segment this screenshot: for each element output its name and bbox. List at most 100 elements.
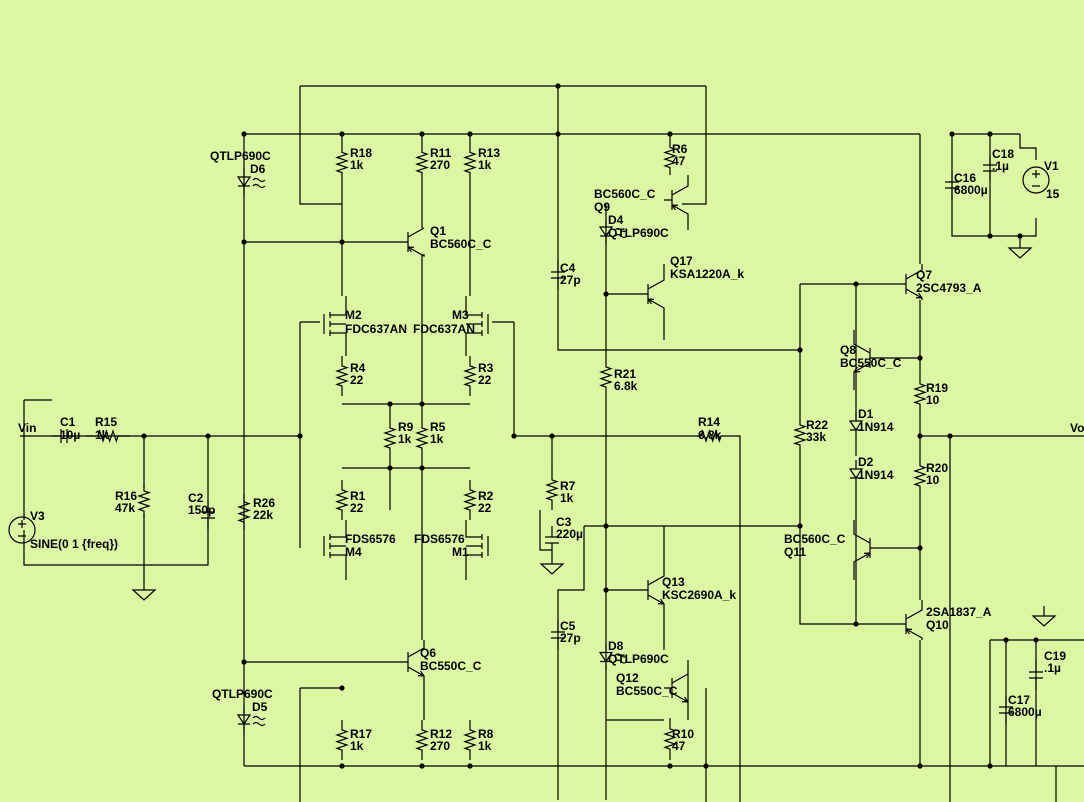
source-value: 15 [1046, 187, 1060, 201]
resistor-value: 1k [350, 739, 364, 753]
diode-value: QTLP690C [608, 652, 669, 666]
junction-dot [853, 281, 859, 287]
capacitor-value: 6800µ [954, 183, 988, 197]
transistor-q13 [640, 526, 665, 650]
resistor-value: 6.8k [698, 428, 722, 442]
polarity-icon [18, 520, 26, 537]
source-value: SINE(0 1 {freq}) [30, 537, 118, 551]
transistor-arrow-icon [853, 366, 861, 373]
transistor-arrow-icon [905, 628, 913, 635]
ground-icon [539, 554, 565, 575]
diode-d6 [236, 168, 252, 196]
resistor-r2 [463, 480, 477, 520]
transistor-value: 2SC4793_A [916, 281, 982, 295]
transistor-ref: Q9 [594, 200, 610, 214]
junction-dot [667, 131, 673, 137]
resistor-ref: R14 [698, 415, 720, 429]
capacitor-c2 [201, 500, 215, 530]
junction-dot [917, 433, 923, 439]
junction-dot [555, 131, 561, 137]
capacitor-value: 10µ [60, 428, 80, 442]
capacitor-ref: C17 [1008, 693, 1030, 707]
led-emission-icon [614, 227, 628, 239]
transistor-arrow-icon [647, 298, 655, 305]
diode-d8 [598, 645, 614, 670]
source-ref: V1 [1044, 159, 1059, 173]
resistor-ref: R7 [560, 479, 576, 493]
capacitor-c5 [551, 620, 565, 650]
wires [20, 85, 1084, 802]
resistor-value: 47k [115, 501, 135, 515]
capacitor-ref: C4 [560, 261, 576, 275]
junction-dot [419, 763, 425, 769]
resistor-ref: R3 [478, 361, 494, 375]
transistor-value: KSA1220A_k [670, 267, 744, 281]
capacitor-ref: C3 [556, 515, 572, 529]
resistor-ref: R21 [614, 367, 636, 381]
resistor-r3 [463, 356, 477, 396]
net-label-vin: Vin [18, 421, 36, 435]
transistor-value: BC560C_C [594, 187, 656, 201]
capacitor-c4 [551, 260, 565, 290]
diode-ref: D6 [250, 162, 266, 176]
diode-d4 [598, 220, 614, 244]
led-emission-icon [614, 653, 628, 664]
voltage-source-v1 [1022, 166, 1050, 194]
transistor-arrow-icon [407, 246, 415, 253]
resistor-r13 [463, 145, 477, 180]
resistor-value: 10 [926, 473, 940, 487]
mosfet-m4 [323, 520, 347, 580]
junctions [141, 83, 1039, 769]
resistor-r21 [599, 356, 613, 398]
capacitor-value: 220µ [556, 527, 583, 541]
wire [682, 86, 707, 205]
junction-dot [949, 131, 955, 137]
junction-dot [387, 401, 393, 407]
source-ref: V3 [30, 509, 45, 523]
diode-ref: D1 [858, 407, 874, 421]
transistor-value: BC560C_C [430, 237, 492, 251]
resistor-value: 22k [253, 508, 273, 522]
wire [299, 86, 342, 205]
capacitor-ref: C1 [60, 415, 76, 429]
resistor-ref: R11 [430, 146, 452, 160]
junction-dot [511, 433, 517, 439]
resistor-ref: R20 [926, 461, 948, 475]
capacitor-c3 [545, 526, 559, 554]
transistor-ref: Q1 [430, 224, 446, 238]
resistor-value: 1k [478, 739, 492, 753]
junction-dot [419, 465, 425, 471]
resistor-r15 [86, 429, 130, 443]
resistor-ref: R2 [478, 489, 494, 503]
capacitor-value: 27p [560, 631, 581, 645]
transistor-q12 [664, 660, 689, 720]
mosfet-value: FDC637AN [413, 322, 475, 336]
ground-icon [131, 580, 157, 601]
resistor-ref: R12 [430, 727, 452, 741]
junction-dot [917, 355, 923, 361]
resistor-ref: R6 [672, 142, 688, 156]
capacitor-value: 27p [560, 273, 581, 287]
wire [1019, 134, 1037, 160]
mosfet-ref: M1 [452, 545, 469, 559]
resistor-value: 33k [806, 430, 826, 444]
junction-dot [703, 763, 709, 769]
transistor-ref: Q10 [926, 618, 949, 632]
resistor-value: 22 [478, 501, 492, 515]
junction-dot [917, 763, 923, 769]
resistor-r26 [237, 494, 251, 530]
wire [799, 450, 898, 625]
capacitor-value: .1µ [1044, 661, 1061, 675]
mosfet-m1 [465, 520, 489, 580]
led-emission-icon [252, 177, 266, 189]
capacitor-c1 [52, 429, 76, 443]
voltage-source-v3 [8, 516, 36, 544]
resistor-r18 [335, 145, 349, 180]
resistor-value: 1k [398, 432, 412, 446]
transistor-ref: Q7 [916, 268, 932, 282]
resistor-ref: R9 [398, 420, 414, 434]
transistor-value: 2SA1837_A [926, 605, 992, 619]
resistor-ref: R8 [478, 727, 494, 741]
transistor-arrow-icon [915, 292, 923, 299]
